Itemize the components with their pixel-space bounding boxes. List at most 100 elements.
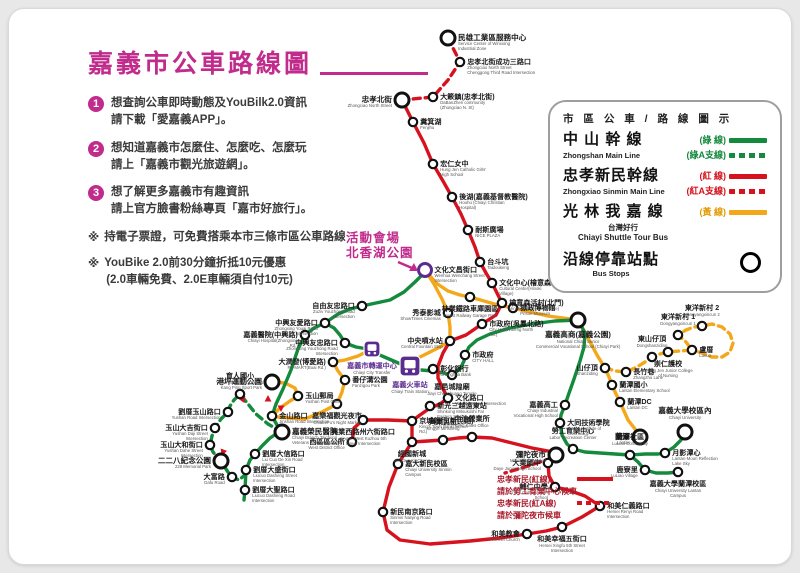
station-marker bbox=[559, 399, 571, 411]
station-marker bbox=[686, 344, 698, 356]
station-marker bbox=[427, 91, 439, 103]
station-marker bbox=[476, 318, 488, 330]
station-marker bbox=[446, 369, 458, 381]
station-label-en: ChiaLeFu's Night Market bbox=[313, 420, 361, 425]
station-label-en: Lantan bbox=[617, 440, 631, 445]
station-label-zh: 林業鐵路車庫園區 bbox=[442, 304, 499, 313]
station-marker bbox=[346, 436, 358, 448]
green-line-swatch-icon bbox=[729, 137, 767, 143]
station-label-en: Chiayi University bbox=[669, 415, 702, 420]
station-marker bbox=[234, 388, 246, 400]
note-youbike-line2: (2.0車輛免費、2.0E車輛須自付10元) bbox=[106, 274, 293, 286]
green-dashed-swatch-icon bbox=[729, 152, 767, 158]
station-label-en: Chenggong Third Road Intersection bbox=[467, 70, 536, 75]
station-marker bbox=[319, 317, 331, 329]
station-label-zh: 興業西路州六街路口 bbox=[331, 427, 395, 436]
station-label-en: Yushan Road Intersection bbox=[172, 415, 222, 420]
item1-line2: 請下載「愛嘉義APP」。 bbox=[111, 114, 233, 127]
station-label-zh: 蘭潭 bbox=[615, 431, 631, 441]
station-marker bbox=[263, 373, 281, 391]
info-item-1: 1 想查詢公車即時動態及YouBilk2.0資訊請下載「愛嘉義APP」。 bbox=[88, 95, 428, 130]
station-label-en: of Nursing bbox=[658, 373, 678, 378]
station-label-en: Intersection bbox=[186, 436, 209, 441]
station-label-en: Shanziding bbox=[577, 371, 599, 376]
station-label-en: Hemei Church bbox=[492, 537, 520, 542]
station-marker bbox=[466, 431, 478, 443]
station-marker bbox=[427, 363, 439, 375]
station-marker bbox=[599, 362, 611, 374]
station-label-en: Houhu (Chiayi Christian bbox=[459, 200, 505, 205]
station-label-en: Intersection bbox=[262, 462, 285, 467]
station-label-zh: 市政府(吳鳳北路) bbox=[489, 319, 544, 328]
station-label-zh: 劉厝大信路口 bbox=[262, 449, 305, 458]
station-label-zh: 中興友忠路口 bbox=[295, 338, 338, 347]
station-label-en: Fanzigou Park bbox=[352, 383, 381, 388]
item1-line1: 想查詢公車即時動態及YouBilk2.0資訊 bbox=[111, 97, 307, 109]
station-label-zh: 玉山大吉街口 bbox=[165, 423, 208, 432]
station-marker bbox=[507, 302, 519, 314]
station-label-zh: 大潤發(博愛路) bbox=[279, 357, 327, 366]
station-marker bbox=[567, 443, 579, 455]
station-marker bbox=[406, 436, 418, 448]
info-item-2: 2 想知道嘉義市怎麼住、怎麼吃、怎麼玩請上「嘉義市觀光旅遊網」。 bbox=[88, 140, 428, 175]
station-label-en: Intersection bbox=[253, 478, 276, 483]
station-marker bbox=[454, 56, 466, 68]
station-label-en: Zhongciao North Street bbox=[467, 65, 512, 70]
station-label-en: Yushan Daji Street bbox=[172, 431, 208, 436]
station-label-en: Labor Recreation Center bbox=[549, 435, 597, 440]
station-label-zh: 蘭潭DC bbox=[627, 397, 651, 406]
station-label-en: Chiayi University Sinmin bbox=[405, 467, 452, 472]
station-label-en: Wenhua Wenchang Street bbox=[435, 273, 486, 278]
station-label-en: Wenhua Road Intersection bbox=[455, 401, 506, 406]
legend-green-tag: (綠 線) bbox=[699, 134, 727, 145]
note-youbike: ※ YouBike 2.0前30分鐘折抵10元優惠(2.0車輛免費、2.0E車輛… bbox=[88, 255, 428, 290]
station-label-zh: 劉厝大聖路口 bbox=[252, 485, 295, 494]
station-label-zh: 興業民生 bbox=[429, 417, 457, 426]
station-label-zh: 文化文昌街口 bbox=[435, 265, 478, 274]
station-marker bbox=[239, 484, 251, 496]
station-marker bbox=[249, 448, 261, 460]
station-label-en: Hemei Xingfu 5th Street bbox=[539, 543, 585, 548]
station-label-en: Chiayi Hospital(Zhongxing bbox=[248, 338, 299, 343]
station-label-en: Jinshan Road Intersection bbox=[279, 419, 329, 424]
station-marker bbox=[437, 434, 449, 446]
legend-redA-tag: (紅A支線) bbox=[686, 185, 727, 196]
legend-shuttle-en: Chiayi Shuttle Tour Bus bbox=[577, 232, 669, 242]
station-label-zh: 中油營業所 bbox=[454, 414, 489, 423]
station-label-en: Lucuo bbox=[699, 353, 711, 358]
station-label-en: CITY HALL bbox=[472, 358, 494, 363]
station-label-en: Liucuo Dasheng Street bbox=[253, 473, 298, 478]
station-marker bbox=[442, 392, 454, 404]
legend-shuttle-zh: 光 林 我 嘉 線 bbox=[563, 203, 664, 220]
station-marker bbox=[662, 346, 674, 358]
station-label-en: King's Town Bank(Sinmin bbox=[419, 424, 468, 429]
station-label-en: Dongshanziding bbox=[637, 343, 668, 348]
info-panel: 嘉義市公車路線圖 1 想查詢公車即時動態及YouBilk2.0資訊請下載「愛嘉義… bbox=[88, 44, 428, 298]
station-label-en: Changhua Bank bbox=[440, 372, 472, 377]
station-label-en: 228 Memorial Park bbox=[175, 464, 212, 469]
legend-row-zhongxiao: 忠孝新民幹線 (紅 線) Zhongxiao Sinmin Main Line … bbox=[563, 167, 767, 197]
station-label-zh: 大富路 bbox=[204, 472, 226, 481]
station-label-en: Hemei Renyi Road bbox=[607, 509, 644, 514]
station-label-en: Yufen Elementary School bbox=[216, 380, 264, 385]
station-label-zh: 嘉義榮民醫院 bbox=[291, 426, 338, 436]
station-label-zh: 大同技術學院 bbox=[567, 418, 610, 427]
legend-greenA-tag: (綠A支線) bbox=[686, 149, 727, 160]
station-marker bbox=[569, 311, 587, 329]
number-badge-3: 3 bbox=[88, 185, 104, 201]
legend-zhongshan-zh: 中 山 幹 線 bbox=[563, 131, 643, 148]
number-badge-2: 2 bbox=[88, 140, 104, 157]
station-label-en: Jiayi Chenghuang Temple bbox=[427, 391, 477, 396]
red-line-swatch-icon bbox=[729, 173, 767, 179]
station-label-zh: 後湖(嘉義基督教醫院) bbox=[458, 192, 528, 201]
station-marker bbox=[554, 417, 566, 429]
station-label-en: Shinkong Mitsukoshi Far bbox=[437, 409, 485, 414]
legend-busstop-en: Bus Stops bbox=[592, 268, 630, 278]
station-label-zh: 鹿寮社區 bbox=[616, 432, 644, 441]
station-label-zh: 玉山大和街口 bbox=[160, 440, 203, 449]
station-label-zh: 市政府 bbox=[472, 350, 493, 359]
boarding-note-line: 忠孝新民(紅線) bbox=[497, 474, 551, 484]
station-label-en: Village) bbox=[499, 291, 514, 296]
note-eticket-text: 持電子票證，可免費搭乘本市三條市區公車路線 bbox=[104, 230, 346, 243]
